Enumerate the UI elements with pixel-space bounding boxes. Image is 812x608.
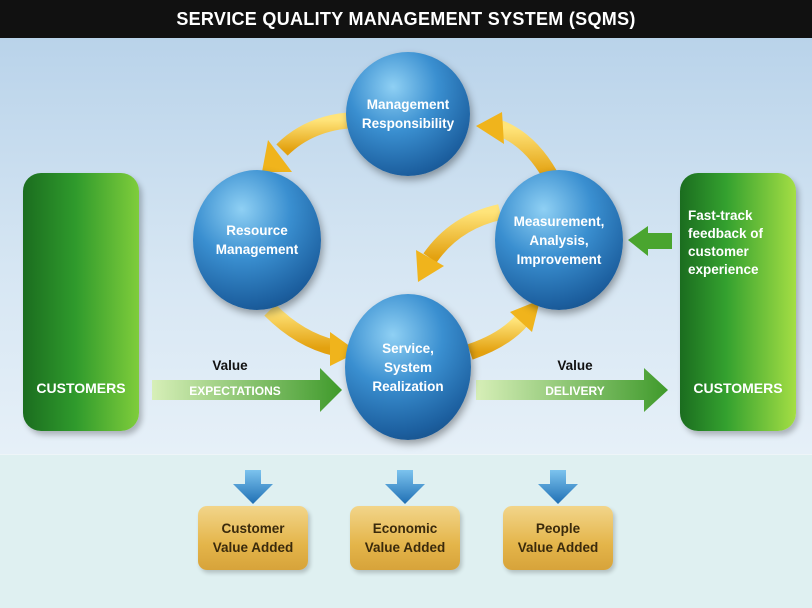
customers-input-label: CUSTOMERS: [36, 380, 126, 396]
arrow-management-to-resource: [262, 112, 356, 172]
measurement-analysis-label: Measurement, Analysis, Improvement: [513, 213, 605, 267]
expectations-value-label: Value: [212, 358, 248, 373]
arrow-measurement-to-realization: [416, 204, 502, 282]
people-value-added-label: People Value Added: [517, 521, 599, 555]
diagram-title: SERVICE QUALITY MANAGEMENT SYSTEM (SQMS): [176, 9, 636, 29]
expectations-label: EXPECTATIONS: [189, 384, 281, 398]
customers-input-panel: CUSTOMERS: [23, 173, 139, 431]
delivery-value-label: Value: [557, 358, 593, 373]
delivery-label: DELIVERY: [545, 384, 605, 398]
arrow-resource-to-realization: [264, 304, 358, 366]
resource-management-label: Resource Management: [215, 223, 299, 257]
people-value-added-box: People Value Added: [503, 506, 613, 570]
management-responsibility-node: Management Responsibility: [346, 52, 470, 176]
down-arrow-economic-value: [385, 470, 425, 504]
economic-value-added-label: Economic Value Added: [364, 521, 446, 555]
delivery-arrow: [476, 368, 668, 412]
customers-output-label: CUSTOMERS: [693, 380, 783, 396]
feedback-arrow: [628, 226, 672, 256]
down-arrow-people-value: [538, 470, 578, 504]
customers-output-panel: Fast-track feedback of customer experien…: [680, 173, 796, 431]
feedback-note: Fast-track feedback of customer experien…: [688, 208, 764, 277]
arrow-measurement-to-management: [476, 112, 557, 180]
service-realization-node: Service, System Realization: [345, 294, 471, 440]
customer-value-added-box: Customer Value Added: [198, 506, 308, 570]
arrow-realization-to-measurement: [467, 300, 540, 360]
measurement-analysis-node: Measurement, Analysis, Improvement: [495, 170, 623, 310]
expectations-arrow: [152, 368, 342, 412]
down-arrow-customer-value: [233, 470, 273, 504]
resource-management-node: Resource Management: [193, 170, 321, 310]
economic-value-added-box: Economic Value Added: [350, 506, 460, 570]
service-realization-label: Service, System Realization: [372, 340, 444, 394]
title-bar: SERVICE QUALITY MANAGEMENT SYSTEM (SQMS): [0, 0, 812, 38]
management-responsibility-label: Management Responsibility: [361, 97, 455, 131]
customer-value-added-label: Customer Value Added: [212, 521, 294, 555]
